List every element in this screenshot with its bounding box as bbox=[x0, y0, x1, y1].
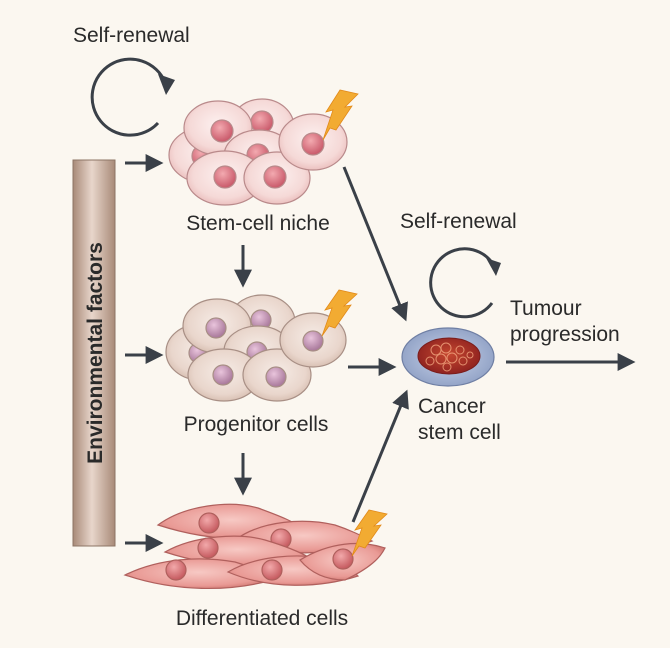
differentiated-cell-cluster bbox=[123, 503, 386, 590]
stem-cell-cluster bbox=[168, 98, 348, 206]
cancer-stem-cell bbox=[401, 327, 495, 387]
progenitor-cells-label: Progenitor cells bbox=[184, 413, 329, 436]
arrow-differentiated-to-cancer bbox=[351, 389, 409, 523]
cancer-stem-cell-label-line2: stem cell bbox=[418, 421, 501, 444]
tumour-progression-label-line2: progression bbox=[510, 323, 620, 346]
cancer-stem-cell-label-line1: Cancer bbox=[418, 395, 486, 418]
tumour-progression-label-line1: Tumour bbox=[510, 297, 582, 320]
circular-arrow-icon bbox=[90, 57, 175, 137]
lightning-bolt-icon bbox=[321, 289, 358, 337]
self-renewal-label-right: Self-renewal bbox=[400, 210, 517, 233]
circular-arrow-icon bbox=[429, 247, 501, 319]
self-renewal-label-top: Self-renewal bbox=[73, 24, 190, 47]
environmental-factors-label: Environmental factors bbox=[84, 242, 107, 464]
differentiated-cells-label: Differentiated cells bbox=[176, 607, 348, 630]
progenitor-cell-cluster bbox=[165, 294, 347, 402]
lightning-bolt-icon bbox=[322, 89, 359, 141]
stem-cell-niche-label: Stem-cell niche bbox=[186, 212, 330, 235]
arrow-stem-to-cancer bbox=[342, 166, 408, 322]
lightning-bolt-icon bbox=[351, 509, 388, 557]
environmental-factors-bar: Environmental factors bbox=[72, 159, 116, 547]
